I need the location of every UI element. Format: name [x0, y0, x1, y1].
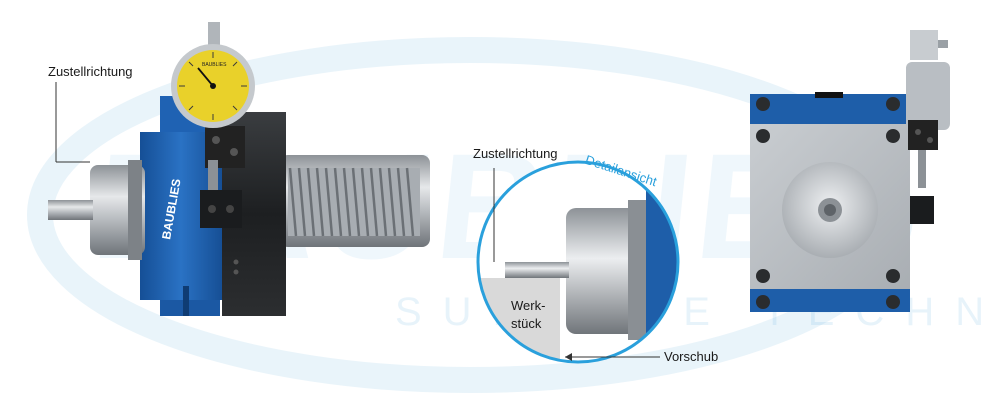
gauge-logo: BAUBLIES: [202, 62, 227, 68]
detail-roller: [566, 208, 638, 334]
shank-thread: [288, 167, 420, 237]
clamp-block: [200, 190, 242, 228]
front-screws: [756, 97, 900, 309]
label-vorschub: Vorschub: [664, 349, 719, 364]
detail-pin: [505, 262, 569, 278]
label-zustellrichtung-left: Zustellrichtung: [48, 64, 133, 79]
label-werkstueck-2: stück: [511, 316, 542, 331]
pin: [48, 200, 93, 220]
detail-ring: [476, 160, 680, 364]
label-werkstueck-1: Werk-: [511, 298, 546, 313]
front-gauge: [906, 62, 950, 130]
gauge-needle: [197, 67, 214, 87]
blue-body: [140, 132, 222, 300]
label-zustellrichtung-detail: Zustellrichtung: [473, 146, 558, 161]
